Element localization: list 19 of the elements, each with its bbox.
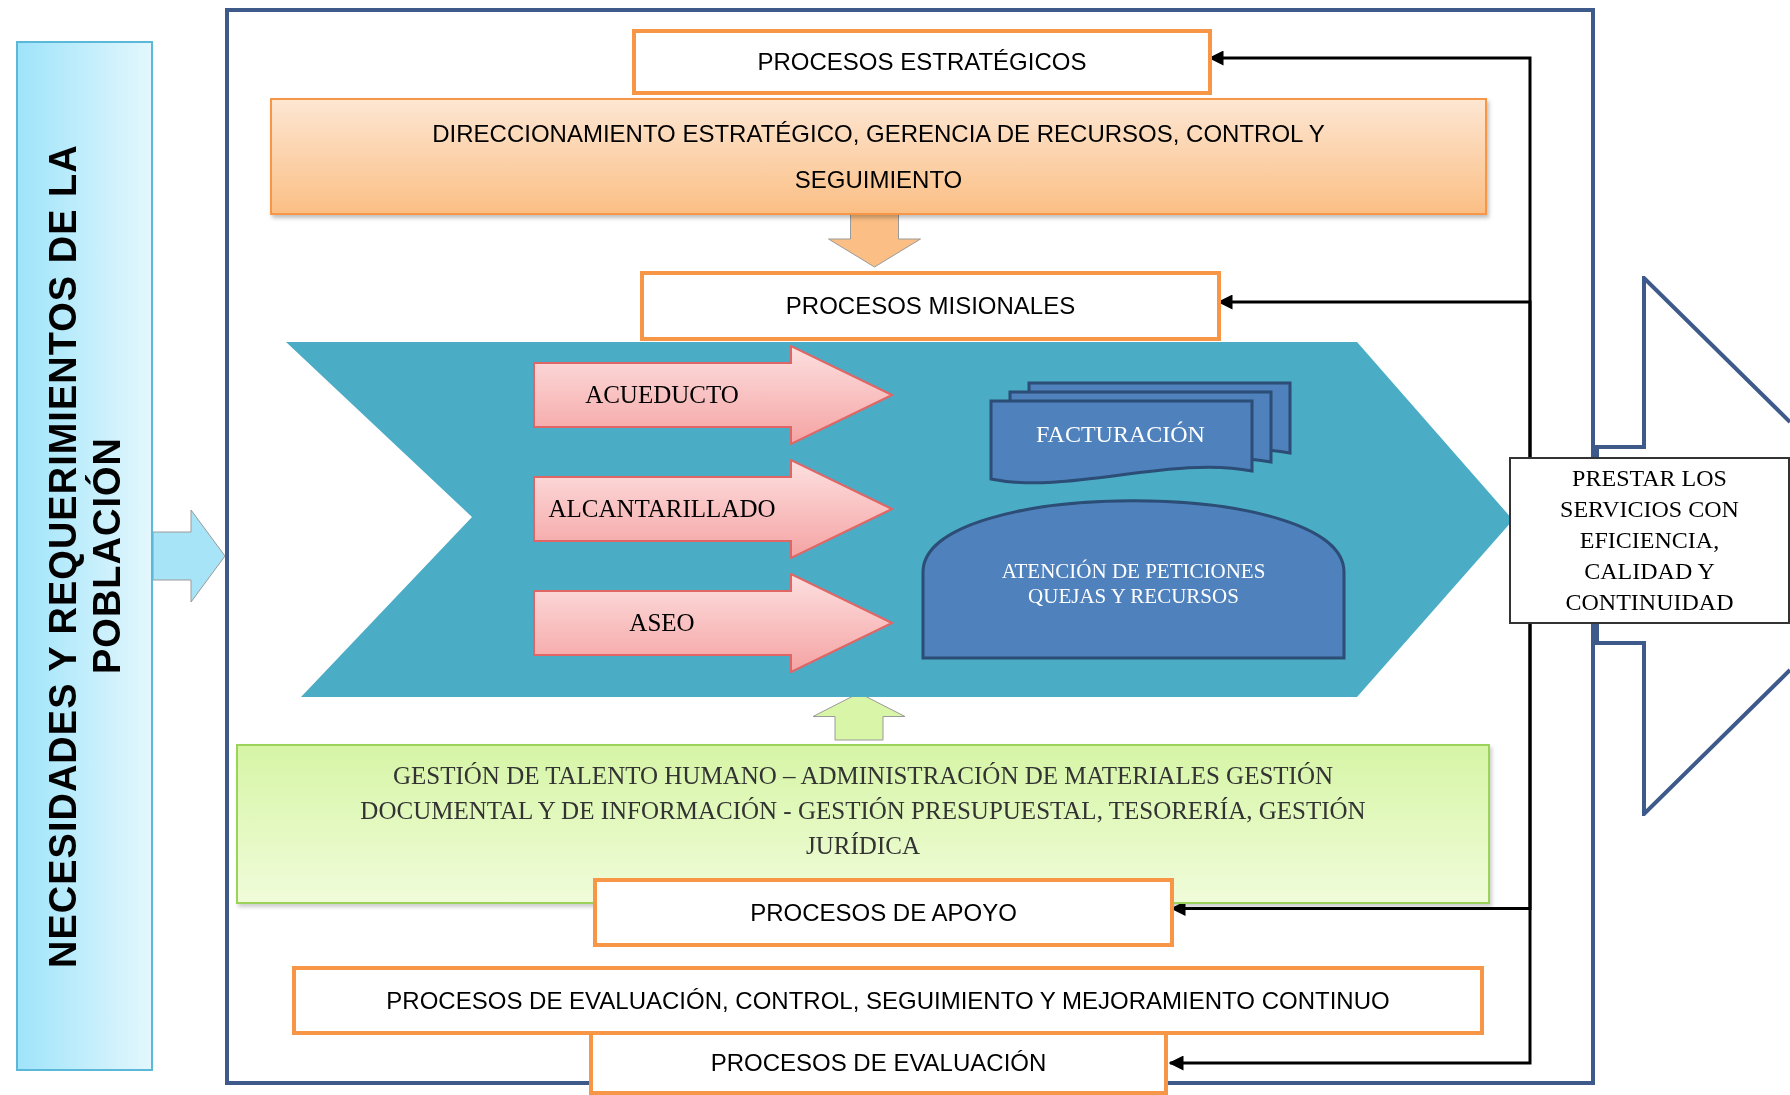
service-banner (533, 459, 894, 559)
service-banner (533, 345, 894, 445)
process-header-box: PROCESOS MISIONALES (640, 271, 1221, 341)
service-label: ATENCIÓN DE PETICIONES QUEJAS Y RECURSOS (1000, 557, 1267, 610)
process-header-box: PROCESOS ESTRATÉGICOS (632, 29, 1212, 95)
service-dome (921, 497, 1346, 660)
block-arrow (152, 509, 226, 603)
process-header-box: PROCESOS DE EVALUACIÓN, CONTROL, SEGUIMIENTO Y MEJORAMIENTO CONTINUO (292, 966, 1484, 1035)
arrow (1168, 624, 1532, 1071)
service-label: ASEO (628, 608, 696, 638)
process-header-box: PROCESOS DE APOYO (593, 878, 1174, 947)
service-label: ACUEDUCTO (584, 380, 740, 410)
service-label: ALCANTARILLADO (547, 494, 777, 524)
process-band: DIRECCIONAMIENTO ESTRATÉGICO, GERENCIA DE RECURSOS, CONTROL Y SEGUIMIENTO (270, 98, 1487, 215)
service-banner (533, 573, 894, 673)
outcome-box: PRESTAR LOS SERVICIOS CON EFICIENCIA, CALIDAD Y CONTINUIDAD (1509, 457, 1790, 624)
document-label: FACTURACIÓN (1035, 419, 1206, 449)
process-band: GESTIÓN DE TALENTO HUMANO – ADMINISTRACIÓN DE MATERIALES GESTIÓN DOCUMENTAL Y DE INFORMACIÓN - GESTIÓN PRESUPUESTAL, TESORERÍA, GESTIÓN JURÍDICA (236, 744, 1490, 904)
side-banner: NECESIDADES Y REQUERIMIENTOS DE LA POBLACIÓN (16, 41, 153, 1071)
